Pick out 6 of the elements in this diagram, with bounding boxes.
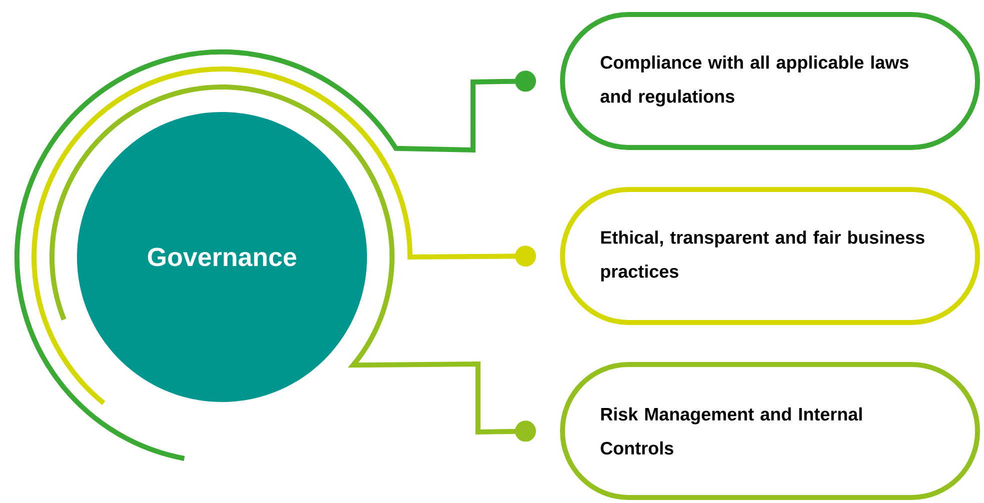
pill-box: Ethical, transparent and fair business practices <box>560 187 980 325</box>
ring-connector <box>14 50 536 461</box>
pill-box: Compliance with all applicable laws and regulations <box>560 12 980 150</box>
pill-box: Risk Management and Internal Controls <box>560 362 980 500</box>
ring-connector <box>32 66 536 405</box>
ring-connector <box>50 84 536 442</box>
